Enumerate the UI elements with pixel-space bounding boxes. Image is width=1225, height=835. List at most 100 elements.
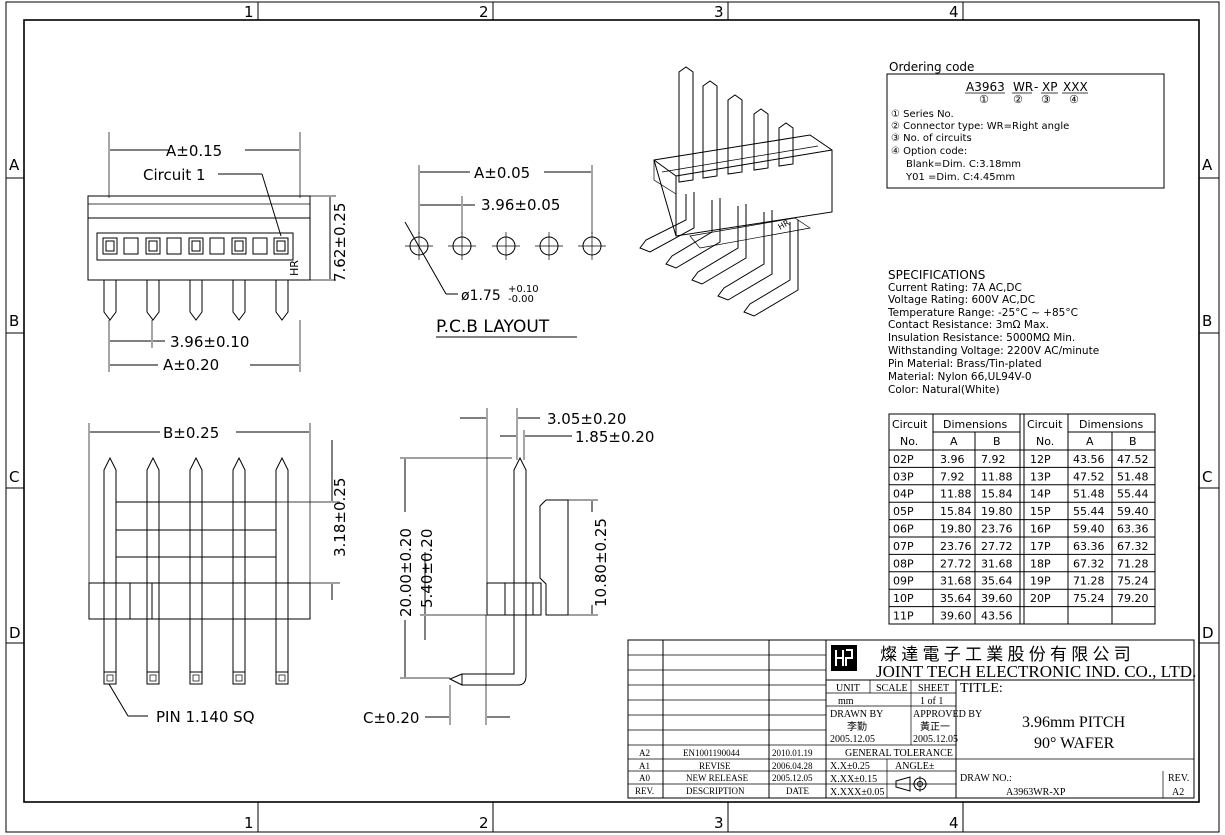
rev-2-desc: REVISE	[699, 761, 731, 771]
draw-no-label: DRAW NO.:	[960, 773, 1012, 784]
rev-head-date: DATE	[786, 786, 809, 796]
isometric-view: HR	[639, 66, 833, 317]
th-b-right: B	[1129, 435, 1137, 448]
zone-label-top-4: 4	[949, 3, 959, 21]
table-cell-right-circuit: 17P	[1030, 540, 1051, 553]
table-cell-right-circuit: 18P	[1030, 557, 1051, 570]
rev-value: A2	[1172, 787, 1184, 798]
top-dim-b: B±0.25	[163, 424, 219, 442]
approved-label: APPROVED BY	[913, 709, 982, 720]
ordering-line-2: ② Connector type: WR=Right angle	[891, 121, 1069, 132]
zone-label-bottom-4: 4	[949, 814, 959, 832]
code-num-1: ①	[979, 93, 989, 106]
table-cell-right-a: 75.24	[1073, 592, 1105, 605]
front-pins	[103, 280, 289, 321]
tolerance-title: GENERAL TOLERANCE	[845, 748, 953, 759]
draw-no-value: A3963WR-XP	[1006, 787, 1066, 798]
rev-1-desc: EN1001190044	[683, 748, 740, 758]
table-cell-left-circuit: 03P	[893, 470, 914, 483]
side-dim-4: 5.40±0.20	[418, 529, 436, 608]
rev-1-code: A2	[639, 748, 650, 758]
top-pins	[103, 456, 289, 685]
th-dims-right: Dimensions	[1079, 418, 1143, 431]
title-label: TITLE:	[960, 681, 1003, 696]
approved-name: 黃正一	[920, 720, 950, 733]
table-cell-left-circuit: 08P	[893, 557, 914, 570]
title-block: 燦 達 電 子 工 業 股 份 有 限 公 司 JOINT TECH ELECT…	[627, 639, 1196, 799]
th-no-left: No.	[900, 435, 918, 448]
table-cell-right-b: 59.40	[1117, 505, 1149, 518]
table-cell-left-circuit: 11P	[893, 610, 914, 623]
dimension-table: Circuit No. Dimensions A B Circuit No. D…	[888, 413, 1156, 625]
ordering-line-4: ④ Option code:	[891, 146, 967, 157]
spec-line-5: Insulation Resistance: 5000MΩ Min.	[888, 332, 1075, 344]
approved-date: 2005.12.05	[913, 734, 958, 745]
zone-label-left-b: B	[9, 312, 19, 330]
drawn-date: 2005.12.05	[830, 734, 875, 745]
table-cell-right-circuit: 13P	[1030, 470, 1051, 483]
rev-2-code: A1	[639, 761, 650, 771]
side-view: 3.05±0.20 1.85±0.20 20.00±0.20 5.40±0.20…	[363, 408, 654, 727]
spec-line-9: Color: Natural(White)	[888, 384, 1000, 396]
sheet-value: 1 of 1	[920, 696, 943, 707]
th-dims-left: Dimensions	[943, 418, 1007, 431]
code-part-type: WR	[1013, 80, 1033, 94]
pin-note: PIN 1.140 SQ	[156, 708, 255, 726]
table-cell-left-b: 31.68	[981, 557, 1013, 570]
iso-pins	[639, 66, 799, 317]
title-line-2: 90° WAFER	[1034, 735, 1115, 752]
front-pitch-dim: 3.96±0.10	[170, 333, 249, 351]
hr-mark: HR	[288, 260, 301, 276]
table-cell-left-b: 43.56	[981, 610, 1013, 623]
spec-line-3: Temperature Range: -25°C ~ +85°C	[887, 307, 1078, 319]
table-cell-right-a: 67.32	[1073, 557, 1105, 570]
rev-1-date: 2010.01.19	[772, 748, 813, 758]
code-num-3: ③	[1041, 93, 1051, 106]
table-cell-left-circuit: 09P	[893, 575, 914, 588]
tolerance-2: X.XX±0.15	[830, 774, 877, 785]
table-cell-right-circuit: 12P	[1030, 453, 1051, 466]
zone-label-bottom-2: 2	[479, 814, 489, 832]
table-cell-left-circuit: 04P	[893, 488, 914, 501]
table-cell-right-a: 55.44	[1073, 505, 1105, 518]
zone-label-right-a: A	[1202, 156, 1213, 174]
ordering-line-5: Blank=Dim. C:3.18mm	[906, 159, 1021, 170]
spec-line-4: Contact Resistance: 3mΩ Max.	[888, 319, 1049, 331]
table-cell-right-circuit: 15P	[1030, 505, 1051, 518]
table-cell-left-b: 39.60	[981, 592, 1013, 605]
table-cell-right-circuit: 14P	[1030, 488, 1051, 501]
table-cell-right-b: 63.36	[1117, 523, 1149, 536]
circuit-1-label: Circuit 1	[143, 166, 206, 184]
spec-line-7: Pin Material: Brass/Tin-plated	[888, 358, 1042, 370]
company-logo	[831, 645, 857, 671]
sheet-label: SHEET	[918, 683, 949, 694]
side-dim-2: 1.85±0.20	[575, 428, 654, 446]
zone-label-bottom-3: 3	[714, 814, 724, 832]
drawn-label: DRAWN BY	[830, 709, 883, 720]
angle-label: ANGLE±	[895, 761, 935, 772]
table-cell-left-a: 23.76	[940, 540, 972, 553]
table-cell-right-a: 51.48	[1073, 488, 1105, 501]
rev-label: REV.	[1168, 773, 1189, 784]
table-cell-left-circuit: 02P	[893, 453, 914, 466]
front-height-dim: 7.62±0.25	[331, 203, 349, 282]
pcb-holes	[405, 232, 606, 260]
table-cell-right-b: 71.28	[1117, 557, 1149, 570]
table-cell-left-a: 15.84	[940, 505, 972, 518]
pcb-hole-tol-minus: -0.00	[508, 294, 534, 305]
front-dim-a-bottom: A±0.20	[163, 356, 219, 374]
tolerance-3: X.XXX±0.05	[830, 787, 884, 798]
th-a-left: A	[950, 435, 958, 448]
th-b-left: B	[993, 435, 1001, 448]
spec-line-8: Material: Nylon 66,UL94V-0	[888, 371, 1032, 383]
code-part-series: A3963	[966, 80, 1005, 94]
zone-label-top-1: 1	[244, 3, 254, 21]
code-num-4: ④	[1069, 93, 1079, 106]
spec-line-2: Voltage Rating: 600V AC,DC	[888, 294, 1035, 306]
side-dim-5: 10.80±0.25	[592, 518, 610, 607]
th-no-right: No.	[1036, 435, 1054, 448]
code-part-circuits: XP	[1042, 80, 1057, 94]
specs-title: SPECIFICATIONS	[888, 268, 985, 282]
front-view: A±0.15 Circuit 1 HR 7.62±	[87, 132, 349, 374]
company-name-cn: 燦 達 電 子 工 業 股 份 有 限 公 司	[880, 645, 1131, 664]
